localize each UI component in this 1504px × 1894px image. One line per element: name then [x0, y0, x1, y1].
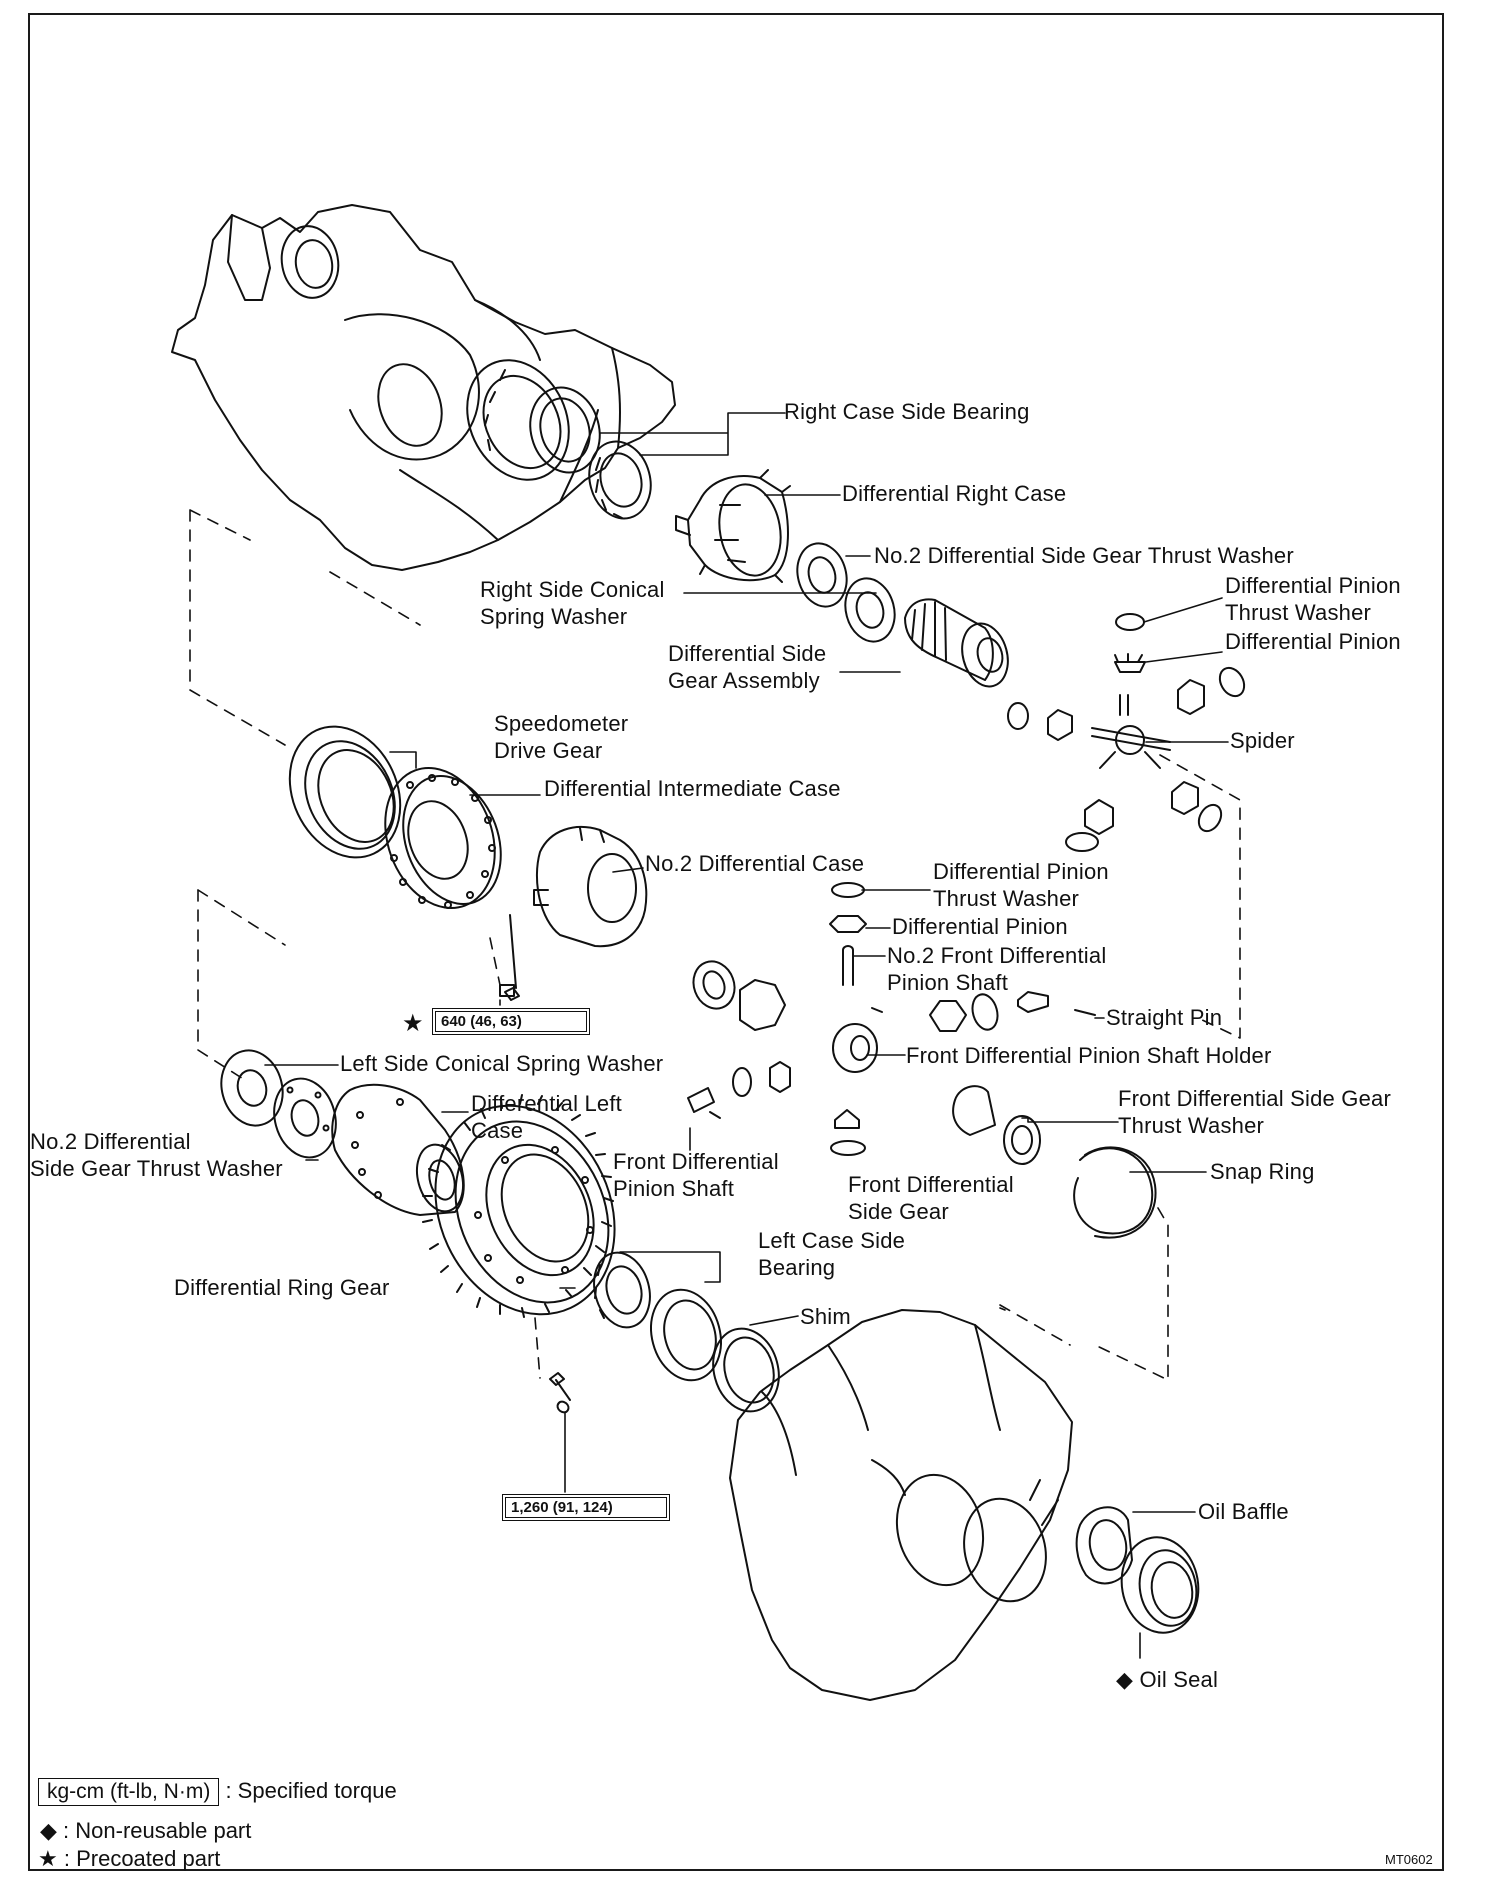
- label-oil-baffle: Oil Baffle: [1198, 1499, 1289, 1524]
- label-differential-intermediate-case: Differential Intermediate Case: [544, 776, 841, 801]
- spider-cluster: [1007, 666, 1246, 852]
- intermediate-case-bolt: [499, 984, 515, 997]
- label-pinion-thrust-washer-mid-2: Thrust Washer: [933, 886, 1080, 911]
- label-differential-ring-gear: Differential Ring Gear: [174, 1275, 390, 1300]
- label-front-differential-pinion-shaft-1: Front Differential: [613, 1149, 779, 1174]
- legend-precoated-row: ★ : Precoated part: [38, 1846, 220, 1872]
- speedometer-drive-gear-part: [288, 725, 402, 859]
- label-no2-front-pinion-shaft-1: No.2 Front Differential: [887, 943, 1107, 968]
- oil-baffle-and-seal-parts: [1075, 1506, 1200, 1634]
- non-reusable-marker: ◆: [1116, 1667, 1134, 1692]
- right-case-side-bearing-parts: [529, 386, 652, 520]
- legend-torque-row: kg-cm (ft-lb, N·m) : Specified torque: [38, 1778, 397, 1806]
- lower-transaxle-housing: [729, 1309, 1073, 1701]
- label-front-side-gear-thrust-washer-2: Thrust Washer: [1118, 1113, 1265, 1138]
- pinion-thrust-washer-top-part: [1115, 613, 1145, 631]
- pinion-top-part: [1114, 661, 1146, 673]
- differential-side-gear-assembly-part: [904, 598, 1009, 688]
- label-pinion-thrust-washer-mid-1: Differential Pinion: [933, 859, 1109, 884]
- diagram-frame: [28, 13, 1444, 1871]
- label-shim: Shim: [800, 1304, 851, 1329]
- label-differential-pinion-top: Differential Pinion: [1225, 629, 1401, 654]
- figure-code: MT0602: [1385, 1852, 1433, 1867]
- label-no2-side-gear-thrust-washer-top: No.2 Differential Side Gear Thrust Washe…: [874, 543, 1294, 568]
- label-no2-side-gear-thrust-washer-left-2: Side Gear Thrust Washer: [30, 1156, 283, 1181]
- legend-precoated-symbol: ★: [38, 1846, 58, 1871]
- torque-box-ring-gear-bolt: 1,260 (91, 124): [502, 1494, 670, 1521]
- label-left-side-conical-spring-washer: Left Side Conical Spring Washer: [340, 1051, 664, 1076]
- label-front-differential-side-gear-2: Side Gear: [848, 1199, 949, 1224]
- label-differential-side-gear-assembly-1: Differential Side: [668, 641, 827, 666]
- label-right-side-conical-spring-washer-1: Right Side Conical: [480, 577, 665, 602]
- label-differential-right-case: Differential Right Case: [842, 481, 1067, 506]
- label-differential-pinion-mid: Differential Pinion: [892, 914, 1068, 939]
- label-speedometer-drive-gear-2: Drive Gear: [494, 738, 603, 763]
- label-left-case-side-bearing-2: Bearing: [758, 1255, 836, 1280]
- label-oil-seal: ◆ Oil Seal: [1116, 1667, 1219, 1692]
- label-front-differential-pinion-shaft-2: Pinion Shaft: [613, 1176, 735, 1201]
- label-front-differential-side-gear-1: Front Differential: [848, 1172, 1014, 1197]
- precoated-marker: ★: [402, 1010, 424, 1037]
- label-spider: Spider: [1230, 728, 1295, 753]
- label-pinion-thrust-washer-top-1: Differential Pinion: [1225, 573, 1401, 598]
- label-left-case-side-bearing-1: Left Case Side: [758, 1228, 906, 1253]
- label-no2-side-gear-thrust-washer-left-1: No.2 Differential: [30, 1129, 191, 1154]
- center-small-parts: [687, 882, 1096, 1165]
- legend-torque-box: kg-cm (ft-lb, N·m): [38, 1778, 220, 1806]
- label-snap-ring: Snap Ring: [1210, 1159, 1315, 1184]
- differential-right-case-part: [675, 469, 791, 583]
- label-speedometer-drive-gear-1: Speedometer: [494, 711, 629, 736]
- label-differential-left-case-1: Differential Left: [471, 1091, 622, 1116]
- differential-intermediate-case-part: [384, 767, 520, 1001]
- torque-box-intermediate-case-bolt: 640 (46, 63): [432, 1008, 590, 1035]
- legend-non-reusable-symbol: ◆: [40, 1818, 57, 1843]
- legend-non-reusable-row: ◆ : Non-reusable part: [40, 1818, 251, 1844]
- left-case-side-bearing-parts: [593, 1251, 780, 1413]
- legend-non-reusable-desc: : Non-reusable part: [63, 1818, 252, 1843]
- leader-lines: [264, 412, 1229, 1659]
- label-no2-differential-case: No.2 Differential Case: [645, 851, 865, 876]
- snap-ring-part: [1073, 1147, 1154, 1235]
- label-straight-pin: Straight Pin: [1106, 1005, 1223, 1030]
- upper-transaxle-housing: [171, 204, 676, 571]
- label-differential-left-case-2: Case: [471, 1118, 524, 1143]
- no2-side-gear-thrust-washer-top-part: [796, 542, 848, 608]
- label-no2-front-pinion-shaft-2: Pinion Shaft: [887, 970, 1009, 995]
- label-differential-side-gear-assembly-2: Gear Assembly: [668, 668, 820, 693]
- label-right-side-conical-spring-washer-2: Spring Washer: [480, 604, 628, 629]
- ring-gear-bolt: [549, 1372, 571, 1401]
- differential-ring-gear-part: [422, 1094, 616, 1318]
- label-right-case-side-bearing: Right Case Side Bearing: [784, 399, 1030, 424]
- assembly-dashed-lines: [189, 509, 1241, 1381]
- right-conical-spring-washer-part: [844, 577, 896, 643]
- legend-torque-desc: : Specified torque: [225, 1778, 397, 1803]
- label-front-pinion-shaft-holder: Front Differential Pinion Shaft Holder: [906, 1043, 1272, 1068]
- legend-precoated-desc: : Precoated part: [63, 1846, 221, 1871]
- label-front-side-gear-thrust-washer-1: Front Differential Side Gear: [1118, 1086, 1391, 1111]
- no2-differential-case-part: [533, 826, 648, 948]
- label-pinion-thrust-washer-top-2: Thrust Washer: [1225, 600, 1372, 625]
